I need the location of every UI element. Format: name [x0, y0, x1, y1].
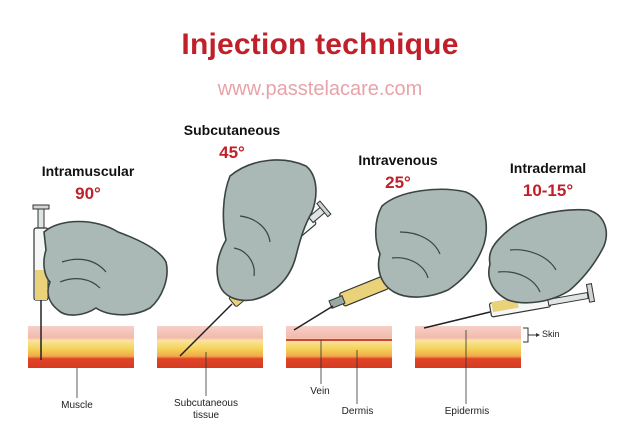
tissue-block-intradermal: [415, 326, 521, 368]
glove-hand-subcutaneous: [217, 160, 316, 300]
glove-hand-intravenous: [376, 189, 487, 297]
glove-hand-intramuscular: [44, 222, 167, 316]
label-skin: Skin: [542, 329, 572, 339]
technique-angle-intravenous: 25°: [328, 173, 468, 193]
label-muscle: Muscle: [47, 400, 107, 411]
technique-name-intravenous: Intravenous: [328, 152, 468, 168]
technique-angle-subcutaneous: 45°: [162, 143, 302, 163]
technique-angle-intradermal: 10-15°: [478, 181, 618, 201]
tissue-block-intramuscular: [28, 326, 134, 368]
syringe-intravenous: [294, 276, 389, 330]
technique-name-subcutaneous: Subcutaneous: [162, 122, 302, 138]
label-epidermis: Epidermis: [432, 406, 502, 417]
technique-name-intramuscular: Intramuscular: [18, 163, 158, 179]
label-subcutaneous-tissue: Subcutaneous tissue: [166, 398, 246, 422]
tissue-block-subcutaneous: [157, 326, 263, 368]
label-vein: Vein: [300, 386, 340, 397]
tissue-block-intravenous: [286, 326, 392, 368]
technique-name-intradermal: Intradermal: [478, 160, 618, 176]
label-dermis: Dermis: [330, 406, 385, 417]
technique-angle-intramuscular: 90°: [18, 184, 158, 204]
